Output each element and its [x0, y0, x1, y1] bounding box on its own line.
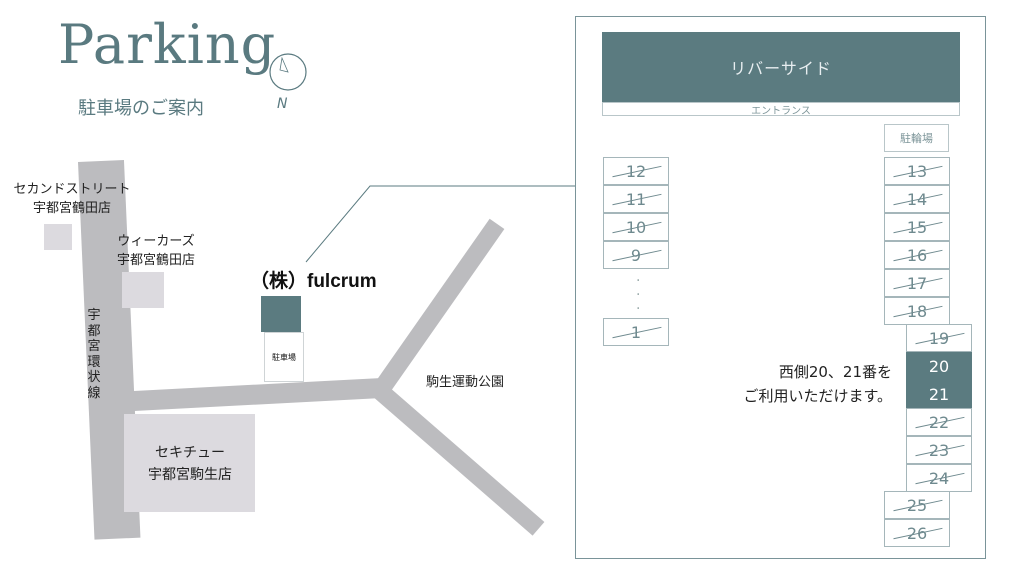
store-block-sekichu — [124, 414, 255, 512]
parking-space: 23 — [906, 436, 972, 464]
parking-lot-label: 駐車場 — [264, 332, 304, 382]
parking-space: 9 — [603, 241, 669, 269]
page-title: Parking — [58, 13, 277, 76]
parking-space-available: 20 — [906, 352, 972, 380]
parking-space: 14 — [884, 185, 950, 213]
store-label-second-street: セカンドストリート宇都宮鶴田店 — [13, 182, 131, 216]
parking-space-available: 21 — [906, 380, 972, 408]
store-block-second-street — [44, 224, 72, 250]
store-label-sekichu: セキチュー宇都宮駒生店 — [148, 445, 232, 484]
road-northeast — [372, 218, 505, 397]
parking-space: 1 — [603, 318, 669, 346]
parking-space: 22 — [906, 408, 972, 436]
store-label-weekers: ウィーカーズ宇都宮鶴田店 — [116, 234, 195, 268]
parking-space: 16 — [884, 241, 950, 269]
compass-icon — [269, 53, 307, 91]
page-subtitle: 駐車場のご案内 — [78, 98, 204, 119]
park-label: 駒生運動公園 — [426, 375, 505, 390]
road-label: 宇都宮環状線 — [87, 308, 101, 401]
parking-space: 11 — [603, 185, 669, 213]
road-southeast — [374, 384, 545, 536]
company-name: （株）fulcrum — [250, 271, 377, 292]
bicycle-parking: 駐輪場 — [884, 124, 949, 152]
parking-detail-panel — [575, 16, 986, 559]
parking-space: 26 — [884, 519, 950, 547]
parking-space: 12 — [603, 157, 669, 185]
parking-space: 18 — [884, 297, 950, 325]
entrance-label: エントランス — [602, 102, 960, 117]
compass-north-label: N — [277, 96, 288, 112]
parking-space: 19 — [906, 324, 972, 352]
store-block-weekers — [122, 272, 164, 308]
parking-space: 24 — [906, 464, 972, 492]
company-building — [261, 296, 301, 332]
riverside-building: リバーサイド — [602, 32, 960, 102]
parking-space: 17 — [884, 269, 950, 297]
parking-space: 10 — [603, 213, 669, 241]
usage-note: 西側20、21番を ご利用いただけます。 — [743, 363, 892, 405]
east-road — [114, 377, 392, 412]
parking-space: 15 — [884, 213, 950, 241]
parking-space: 25 — [884, 491, 950, 519]
parking-space: 13 — [884, 157, 950, 185]
